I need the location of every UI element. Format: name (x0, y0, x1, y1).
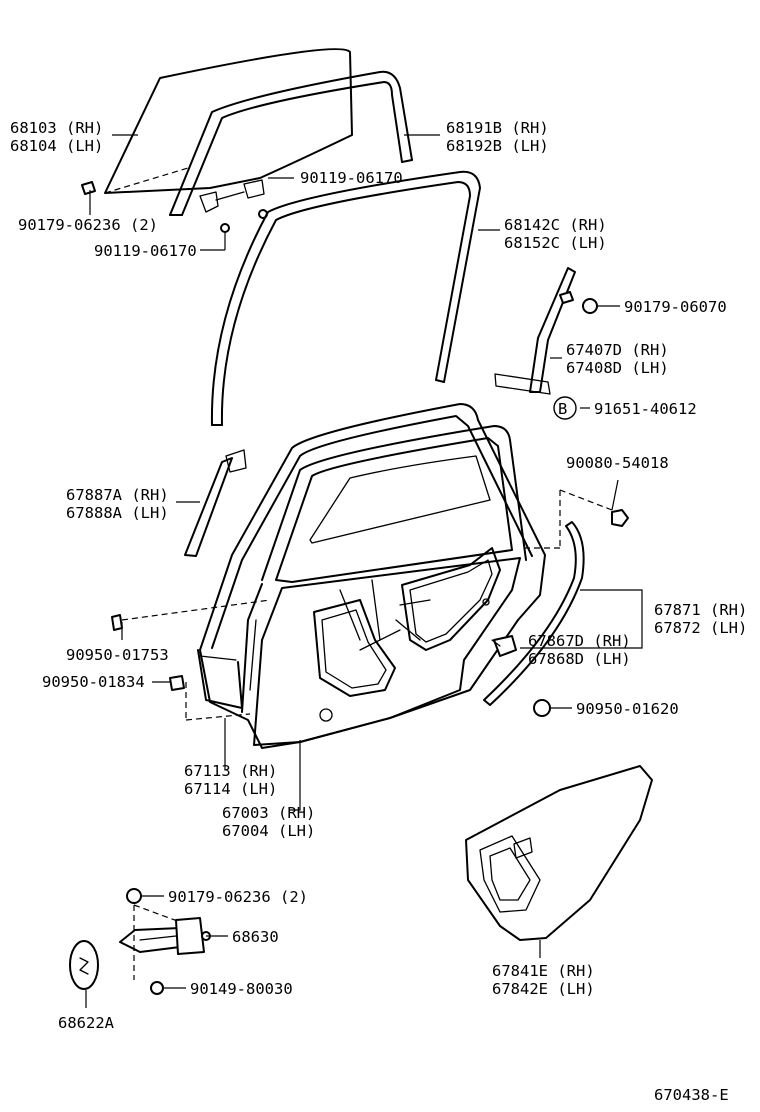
door-panel-part (199, 403, 546, 749)
label-68191B: 68191B (RH) (446, 119, 549, 137)
label-90179-glass: 90179-06236 (2) (18, 216, 158, 234)
label-67887A: 67887A (RH) (66, 486, 169, 504)
label-68142C: 68142C (RH) (504, 216, 607, 234)
label-68104: 68104 (LH) (10, 137, 103, 155)
label-68152C: 68152C (LH) (504, 234, 607, 252)
part-labels: 68103 (RH) 68104 (LH) 68191B (RH) 68192B… (10, 119, 747, 1104)
label-67872: 67872 (LH) (654, 619, 747, 637)
label-67871: 67871 (RH) (654, 601, 747, 619)
label-90080: 90080-54018 (566, 454, 669, 472)
label-90950-01834: 90950-01834 (42, 673, 145, 691)
label-67408D: 67408D (LH) (566, 359, 669, 377)
label-68103: 68103 (RH) (10, 119, 103, 137)
reference-b-letter: B (558, 400, 567, 418)
label-90119-bottom: 90119-06170 (94, 242, 197, 260)
reference-b-circle (553, 396, 577, 420)
label-90149: 90149-80030 (190, 980, 293, 998)
label-67842E: 67842E (LH) (492, 980, 595, 998)
label-67114: 67114 (LH) (184, 780, 277, 798)
door-check-part (491, 635, 517, 657)
label-67888A: 67888A (LH) (66, 504, 169, 522)
label-90950-01753: 90950-01753 (66, 646, 169, 664)
label-68630: 68630 (232, 928, 279, 946)
leader-lines (85, 134, 643, 1008)
label-67867D: 67867D (RH) (528, 632, 631, 650)
label-67113: 67113 (RH) (184, 762, 277, 780)
glass-run-channel-part (169, 70, 413, 216)
misc-fasteners (111, 509, 629, 717)
label-67004: 67004 (LH) (222, 822, 315, 840)
label-67003: 67003 (RH) (222, 804, 315, 822)
label-90179-frame: 90179-06070 (624, 298, 727, 316)
label-67868D: 67868D (LH) (528, 650, 631, 668)
label-67841E: 67841E (RH) (492, 962, 595, 980)
belt-moulding-part (184, 449, 247, 557)
label-90950-01620: 90950-01620 (576, 700, 679, 718)
door-weatherstrip-part (210, 170, 481, 426)
label-68622A: 68622A (58, 1014, 115, 1032)
label-90179-check: 90179-06236 (2) (168, 888, 308, 906)
label-68192B: 68192B (LH) (446, 137, 549, 155)
plate-part (69, 940, 99, 990)
label-67407D: 67407D (RH) (566, 341, 669, 359)
door-opening-weatherstrip (483, 521, 585, 706)
door-check-assembly (119, 888, 211, 995)
rear-lower-sash-frame (494, 267, 598, 395)
door-seal-part (197, 649, 243, 709)
figure-id: 670438-E (654, 1086, 729, 1104)
door-glass-part (104, 48, 353, 194)
label-90119-top: 90119-06170 (300, 169, 403, 187)
door-trim-panel-part (465, 765, 653, 941)
label-91651: 91651-40612 (594, 400, 697, 418)
